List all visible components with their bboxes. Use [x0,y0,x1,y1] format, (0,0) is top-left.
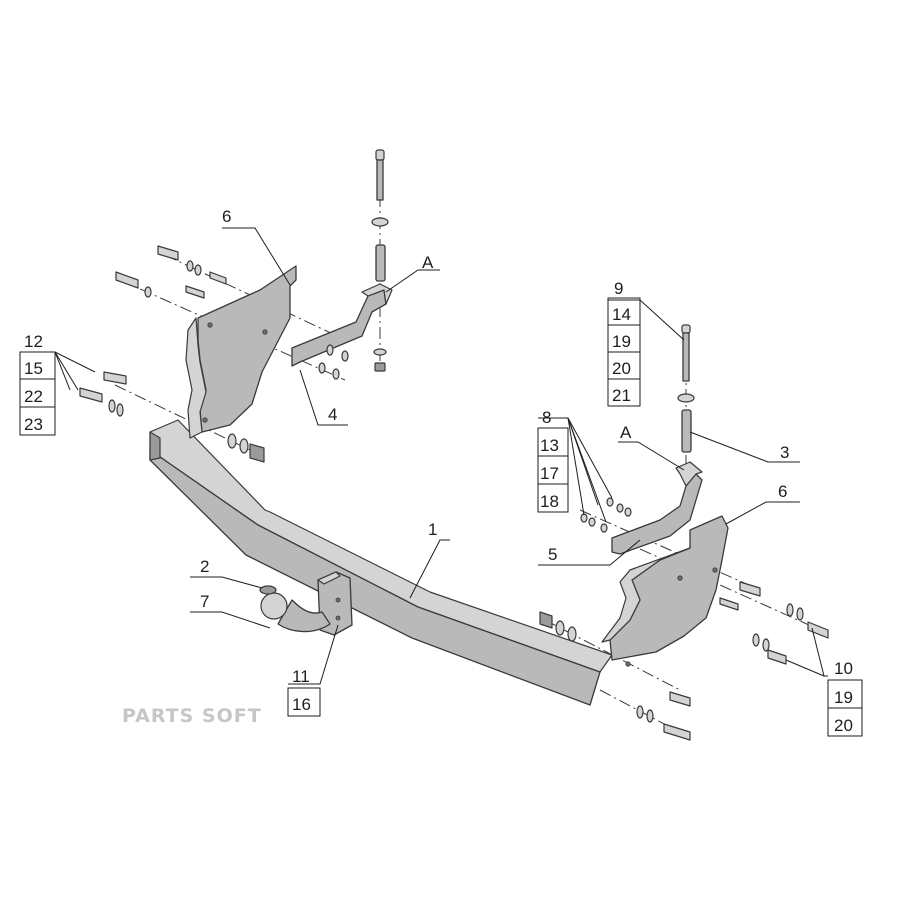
callout-labels: 6 A 12 15 22 23 4 9 14 19 20 21 3 8 13 1… [24,207,853,735]
callout-6-left: 6 [222,207,231,226]
callout-9: 9 [614,279,623,298]
right-side-bracket [601,515,729,667]
tow-ball-assembly [259,571,353,636]
callout-boxes [19,297,863,737]
callout-19-top: 19 [612,332,631,351]
callout-1: 1 [428,520,437,539]
main-crossbar [149,419,613,706]
fasteners-left [79,245,349,463]
callout-23: 23 [24,415,43,434]
callout-15: 15 [24,359,43,378]
callout-8: 8 [542,408,551,427]
right-vertical-bolt [677,324,695,453]
callout-12: 12 [24,332,43,351]
callout-10: 10 [834,659,853,678]
callout-13: 13 [540,436,559,455]
callout-a-right: A [620,423,632,442]
callout-3: 3 [780,443,789,462]
callout-a-left: A [422,253,434,272]
callout-21: 21 [612,386,631,405]
callout-4: 4 [328,405,337,424]
left-vertical-bolt [371,149,389,372]
callout-17: 17 [540,464,559,483]
callout-19-bottom: 19 [834,688,853,707]
fasteners-right [539,497,829,741]
callout-11: 11 [292,667,310,686]
callout-2: 2 [200,557,209,576]
callout-22: 22 [24,387,43,406]
left-strap [291,283,393,367]
leader-lines [20,227,828,685]
callout-14: 14 [612,305,631,324]
callout-7: 7 [200,592,209,611]
watermark: PARTS SOFT [122,705,262,727]
callout-20-bottom: 20 [834,716,853,735]
callout-20-top: 20 [612,359,631,378]
left-side-bracket [185,265,297,439]
callout-16: 16 [292,695,311,714]
callout-5: 5 [548,545,557,564]
callout-18: 18 [540,492,559,511]
callout-6-right: 6 [778,482,787,501]
right-strap [611,461,703,555]
